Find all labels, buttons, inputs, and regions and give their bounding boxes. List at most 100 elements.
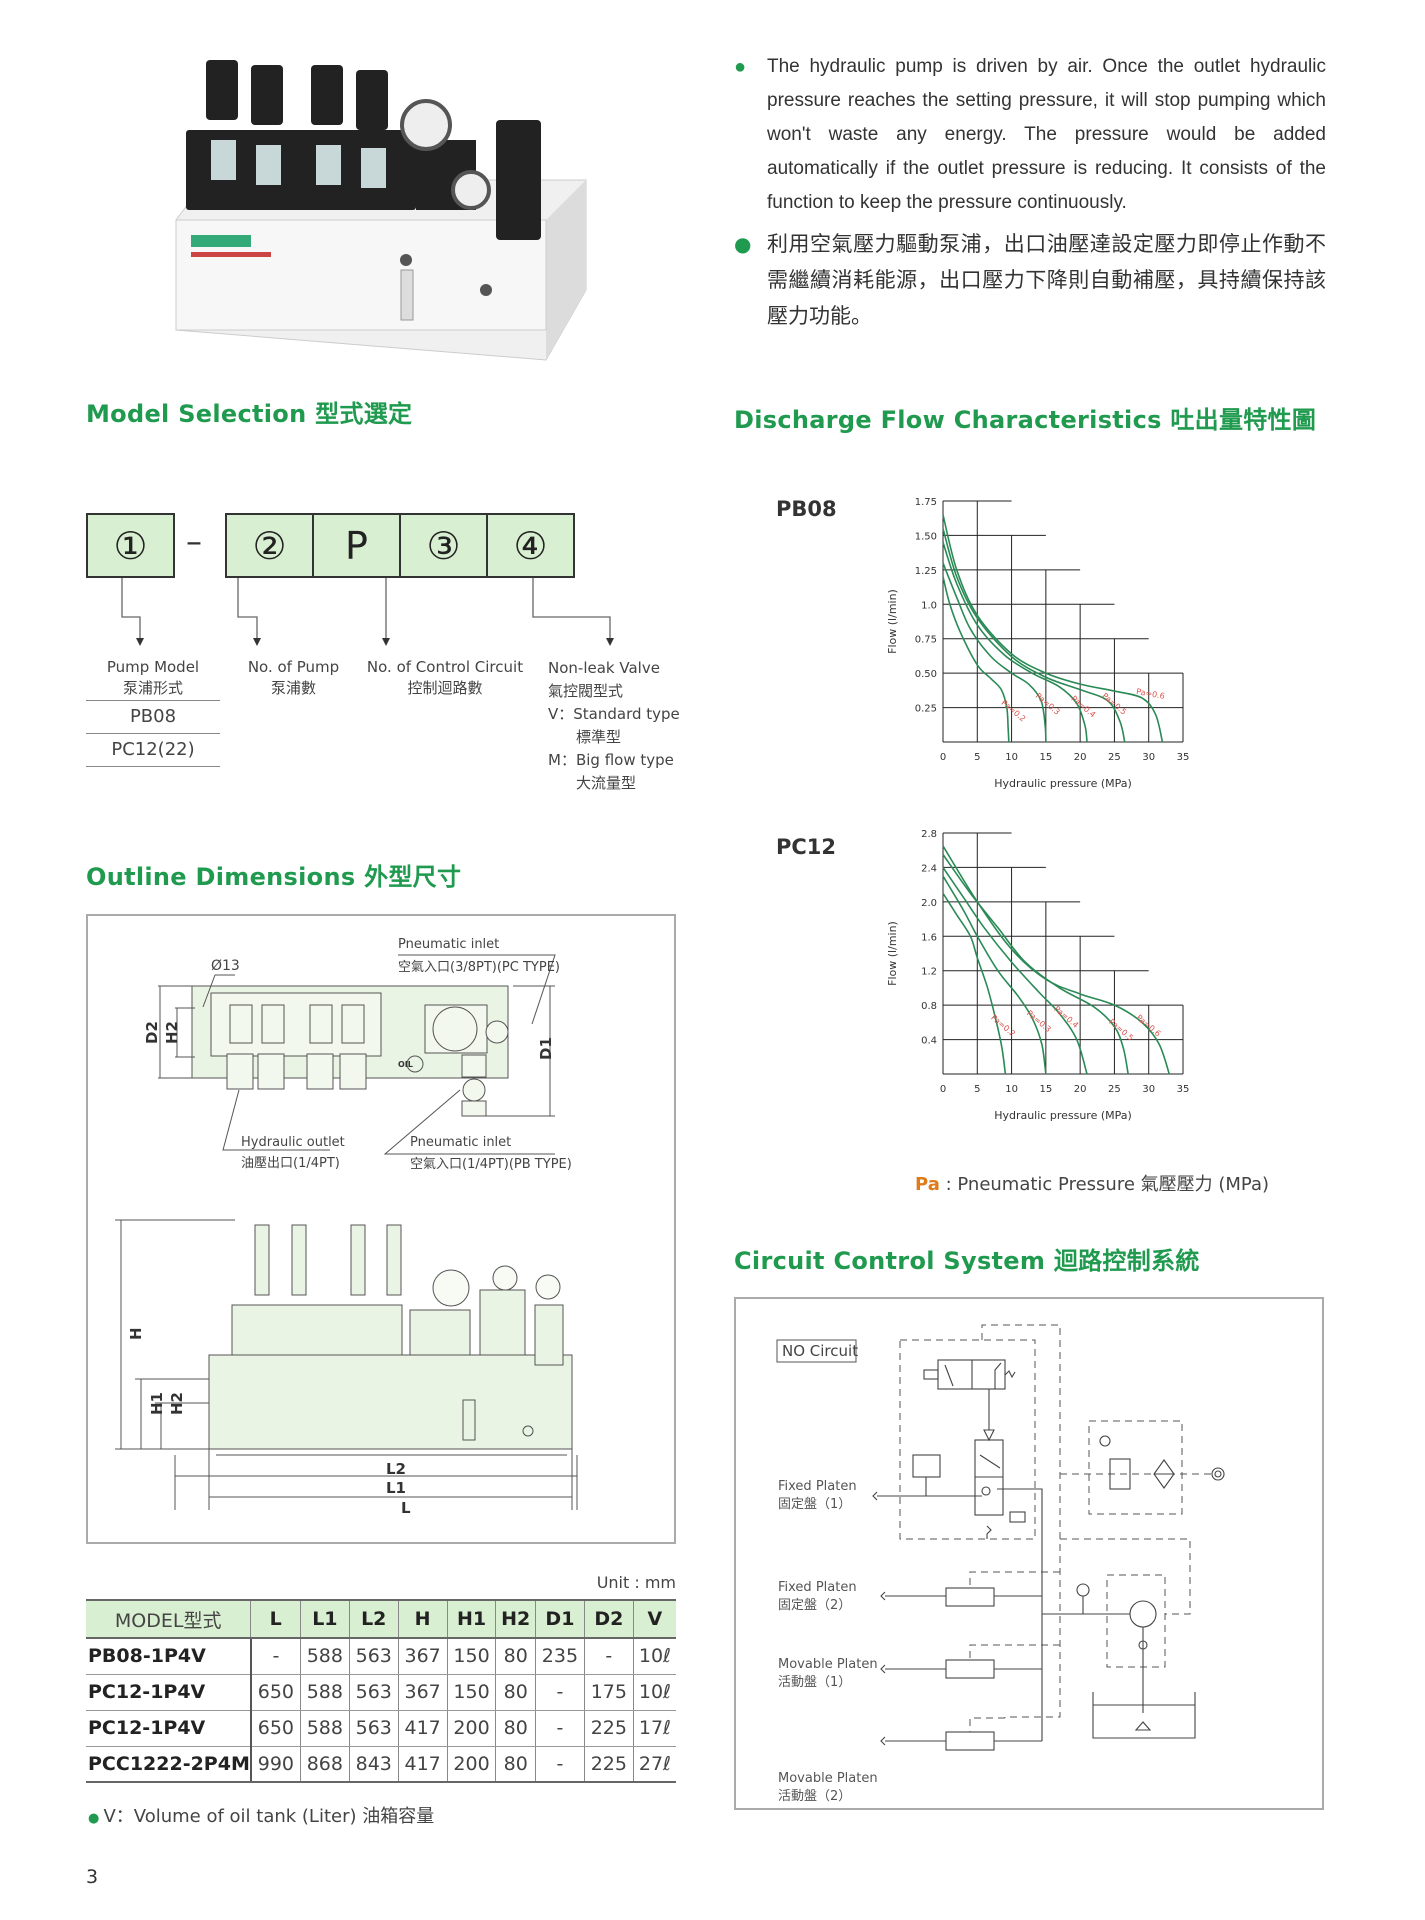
series-label: Pa=0.2 <box>989 1013 1017 1038</box>
oil-label: OIL <box>398 1060 413 1069</box>
col-h: H <box>398 1599 448 1639</box>
x-tick-label: 30 <box>1142 1084 1155 1095</box>
code-letter-p: P <box>314 515 401 576</box>
x-tick-label: 30 <box>1142 752 1155 763</box>
code-box-group: ② P ③ ④ <box>225 513 575 578</box>
x-tick-label: 25 <box>1108 1084 1121 1095</box>
value-cell: 150 <box>447 1674 497 1711</box>
non-leak-en: Non-leak Valve <box>548 659 660 677</box>
value-cell: 80 <box>495 1710 536 1747</box>
big-flow-type-en: M：Big flow type <box>548 751 674 769</box>
bullet-icon: ● <box>734 232 752 256</box>
x-tick-label: 5 <box>974 752 980 763</box>
movable-platen-2-en: Movable Platen <box>778 1771 878 1786</box>
standard-type-en: V：Standard type <box>548 705 680 723</box>
intro-section: ● The hydraulic pump is driven by air. O… <box>734 50 1326 334</box>
x-tick-label: 20 <box>1074 1084 1087 1095</box>
no-of-pump-label: No. of Pump 泵浦數 <box>236 657 351 699</box>
series-curve <box>942 845 1171 1075</box>
pump-model-en: Pump Model <box>106 658 200 676</box>
chart-title-pc12: PC12 <box>776 835 837 859</box>
standard-type-zh: 標準型 <box>576 728 622 746</box>
y-tick-label: 2.4 <box>921 863 937 874</box>
pb-pneumatic-inlet-zh: 空氣入口(1/4PT)(PB TYPE) <box>410 1157 572 1172</box>
value-cell: 27ℓ <box>633 1746 676 1783</box>
value-cell: 588 <box>300 1674 350 1711</box>
footnote-text: V：Volume of oil tank (Liter) 油箱容量 <box>103 1806 435 1827</box>
movable-platen-1-zh: 活動盤（1） <box>778 1675 851 1690</box>
y-axis-label: Flow (l/min) <box>886 921 899 986</box>
col-l1: L1 <box>300 1599 350 1639</box>
series-curve <box>942 576 1010 743</box>
hydraulic-outlet-zh: 油壓出口(1/4PT) <box>241 1156 340 1171</box>
x-axis-label: Hydraulic pressure (MPa) <box>994 777 1132 790</box>
y-tick-label: 1.50 <box>915 531 937 542</box>
y-tick-label: 1.6 <box>921 932 937 943</box>
value-cell: - <box>535 1674 585 1711</box>
code-digit-4: ④ <box>513 523 548 568</box>
y-tick-label: 1.25 <box>915 566 937 577</box>
circuit-frame <box>734 1297 1324 1810</box>
dim-l2: L2 <box>386 1460 406 1478</box>
value-cell: 225 <box>584 1710 634 1747</box>
pc-pneumatic-inlet-zh: 空氣入口(3/8PT)(PC TYPE) <box>398 960 560 975</box>
hydraulic-outlet-en: Hydraulic outlet <box>241 1135 345 1150</box>
value-cell: - <box>535 1746 585 1783</box>
series-label: Pa=0.3 <box>1025 1009 1053 1034</box>
model-selection-heading: Model Selection 型式選定 <box>86 400 413 428</box>
dim-h1: H1 <box>148 1392 166 1415</box>
circuit-diagram: NO Circuit Fixed Platen 固定盤（1） Fixed Pla… <box>776 1324 1225 1804</box>
control-circuit-label: No. of Control Circuit 控制迴路數 <box>360 657 530 699</box>
value-cell: 10ℓ <box>633 1674 676 1711</box>
model-cell: PCC1222-2P4M <box>86 1746 252 1783</box>
fixed-platen-2-en: Fixed Platen <box>778 1580 857 1595</box>
dim-h2-top: H2 <box>163 1021 181 1044</box>
value-cell: 200 <box>447 1746 497 1783</box>
code-digit-2: ② <box>227 515 314 576</box>
dim-d1: D1 <box>537 1037 555 1060</box>
model-cell: PC12-1P4V <box>86 1674 252 1711</box>
series-curve <box>942 854 1129 1075</box>
movable-platen-1-en: Movable Platen <box>778 1657 878 1672</box>
value-cell: 417 <box>398 1710 448 1747</box>
pa-note-text: : Pneumatic Pressure 氣壓壓力 (MPa) <box>945 1174 1270 1195</box>
series-label: Pa=0.6 <box>1136 687 1166 701</box>
pump-model-option-pb08: PB08 <box>129 706 177 727</box>
series-label: Pa=0.4 <box>1069 694 1097 719</box>
value-cell: 990 <box>250 1746 301 1783</box>
series-curve <box>942 892 1007 1075</box>
y-tick-label: 0.75 <box>915 635 937 646</box>
dim-h2-front: H2 <box>168 1392 186 1415</box>
series-curve <box>942 875 1047 1075</box>
x-tick-label: 5 <box>974 1084 980 1095</box>
y-tick-label: 1.0 <box>921 600 937 611</box>
value-cell: 17ℓ <box>633 1710 676 1747</box>
x-tick-label: 0 <box>940 1084 946 1095</box>
control-circuit-en: No. of Control Circuit <box>366 658 524 676</box>
y-tick-label: 2.8 <box>921 829 937 840</box>
col-l: L <box>250 1599 301 1639</box>
model-cell: PC12-1P4V <box>86 1710 252 1747</box>
series-curve <box>942 514 1164 743</box>
control-circuit-zh: 控制迴路數 <box>407 679 483 697</box>
diameter-label: Ø13 <box>211 958 240 974</box>
pa-key: Pa <box>915 1174 940 1195</box>
selection-arrows <box>121 578 614 646</box>
model-cell: PB08-1P4V <box>86 1638 252 1675</box>
intro-zh-paragraph: ● 利用空氣壓力驅動泵浦，出口油壓達設定壓力即停止作動不需繼續消耗能源，出口壓力… <box>734 226 1326 334</box>
product-photo <box>175 60 587 361</box>
col-h1: H1 <box>447 1599 497 1639</box>
value-cell: - <box>250 1638 301 1675</box>
col-h2: H2 <box>495 1599 536 1639</box>
value-cell: 563 <box>349 1710 399 1747</box>
dim-h: H <box>127 1327 145 1340</box>
page-number: 3 <box>86 1866 99 1888</box>
value-cell: 650 <box>250 1674 301 1711</box>
dimension-table: MODEL型式 L L1 L2 H H1 H2 D1 D2 V PB08-1P4… <box>86 1599 676 1783</box>
pump-model-option-pc12: PC12(22) <box>111 739 195 760</box>
value-cell: 367 <box>398 1674 448 1711</box>
bullet-icon: ● <box>88 1811 104 1826</box>
outline-heading: Outline Dimensions 外型尺寸 <box>86 863 462 891</box>
value-cell: 367 <box>398 1638 448 1675</box>
